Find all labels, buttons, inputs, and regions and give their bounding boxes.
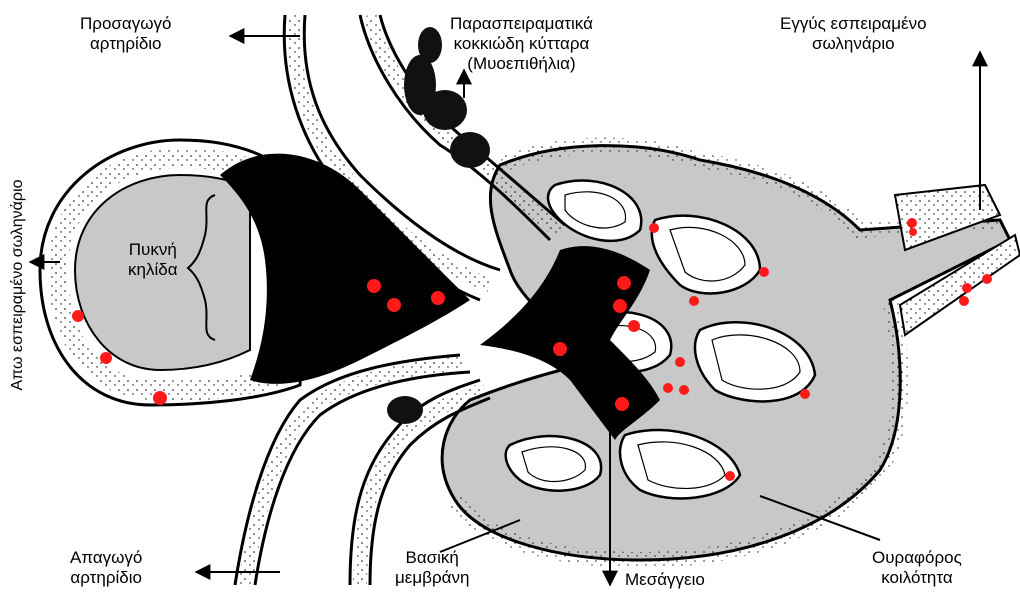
label-mesangium: Μεσάγγειο <box>625 570 705 590</box>
label-distal-tubule: Απω εσπειραμένο σωληνάριο <box>6 160 30 410</box>
